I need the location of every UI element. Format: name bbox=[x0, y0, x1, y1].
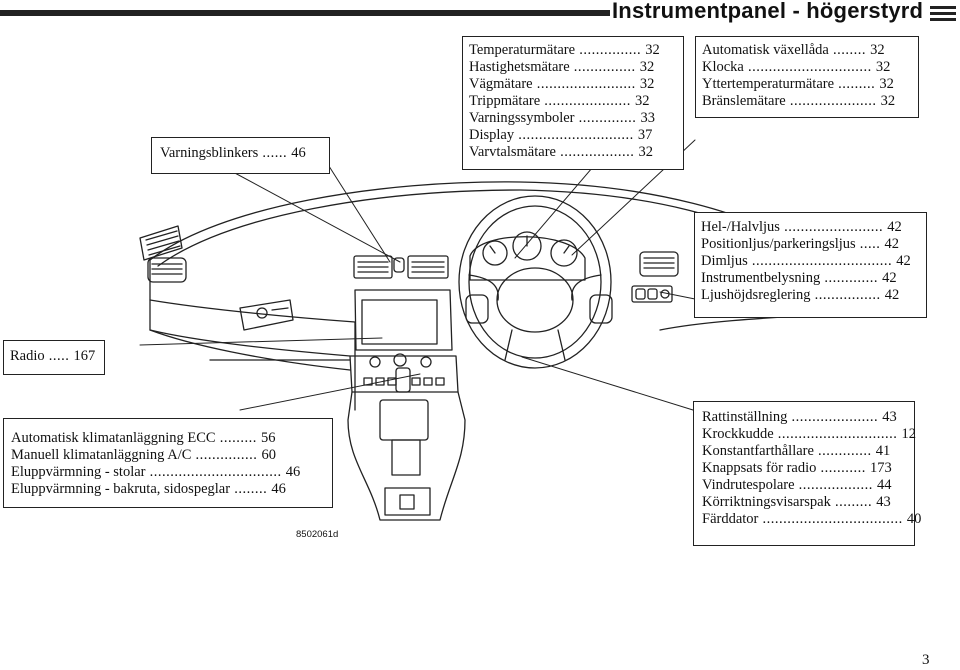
light-switch-panel bbox=[631, 285, 673, 303]
instrument-cluster bbox=[469, 231, 586, 281]
index-entry: Krockkudde .............................… bbox=[702, 426, 917, 442]
page-number: 3 bbox=[922, 652, 930, 668]
index-entry: Varvtalsmätare .................. 32 bbox=[469, 144, 653, 160]
index-entry: Färddator ..............................… bbox=[702, 511, 922, 527]
index-entry: Dimljus ................................… bbox=[701, 253, 911, 269]
callout-lights: Hel-/Halvljus ........................ 4… bbox=[694, 212, 927, 318]
callout-gauges: Automatisk växellåda ........ 32 Klocka … bbox=[695, 36, 919, 118]
page-title: Instrumentpanel - högerstyrd bbox=[612, 0, 924, 23]
callout-climate: Automatisk klimatanläggning ECC ........… bbox=[3, 418, 333, 508]
index-entry: Yttertemperaturmätare ......... 32 bbox=[702, 76, 894, 92]
index-entry: Konstantfarthållare ............. 41 bbox=[702, 443, 891, 459]
index-entry: Positionljus/parkeringsljus ..... 42 bbox=[701, 236, 900, 252]
index-entry: Trippmätare ..................... 32 bbox=[469, 93, 650, 109]
index-entry: Varningssymboler .............. 33 bbox=[469, 110, 656, 126]
figure-number: 8502061d bbox=[296, 529, 339, 540]
header-ornament bbox=[930, 6, 956, 24]
index-entry: Temperaturmätare ............... 32 bbox=[469, 42, 660, 58]
header-rule bbox=[0, 10, 610, 16]
index-entry: Hel-/Halvljus ........................ 4… bbox=[701, 219, 902, 235]
center-console bbox=[347, 289, 466, 521]
index-entry: Hastighetsmätare ............... 32 bbox=[469, 59, 655, 75]
index-entry: Automatisk växellåda ........ 32 bbox=[702, 42, 885, 58]
index-entry: Rattinställning ..................... 43 bbox=[702, 409, 897, 425]
index-entry: Manuell klimatanläggning A/C ...........… bbox=[11, 447, 277, 463]
index-entry: Varningsblinkers ...... 46 bbox=[160, 145, 306, 161]
callout-radio: Radio ..... 167 bbox=[3, 340, 105, 375]
center-vents bbox=[353, 255, 449, 279]
index-entry: Eluppvärmning - bakruta, sidospeglar ...… bbox=[11, 481, 286, 497]
index-entry: Vägmätare ........................ 32 bbox=[469, 76, 655, 92]
index-entry: Bränslemätare ..................... 32 bbox=[702, 93, 896, 109]
index-entry: Eluppvärmning - stolar .................… bbox=[11, 464, 301, 480]
index-entry: Körriktningsvisarspak ......... 43 bbox=[702, 494, 891, 510]
index-entry: Instrumentbelysning ............. 42 bbox=[701, 270, 897, 286]
left-side-vent bbox=[147, 257, 187, 283]
dash-body bbox=[149, 259, 356, 411]
callout-hazard-lights: Varningsblinkers ...... 46 bbox=[151, 137, 330, 174]
left-vent bbox=[139, 225, 183, 261]
callout-steering: Rattinställning ..................... 43… bbox=[693, 401, 922, 546]
index-entry: Knappsats för radio ........... 173 bbox=[702, 460, 892, 476]
steering-wheel bbox=[458, 195, 613, 369]
index-entry: Radio ..... 167 bbox=[10, 348, 96, 364]
index-entry: Display ............................ 37 bbox=[469, 127, 653, 143]
callout-instruments: Temperaturmätare ............... 32 Hast… bbox=[462, 36, 684, 170]
glovebox-panel bbox=[239, 299, 294, 331]
index-entry: Automatisk klimatanläggning ECC ........… bbox=[11, 430, 276, 446]
index-entry: Vindrutespolare .................. 44 bbox=[702, 477, 892, 493]
index-entry: Klocka .............................. 32 bbox=[702, 59, 891, 75]
index-entry: Ljushöjdsreglering ................ 42 bbox=[701, 287, 900, 303]
